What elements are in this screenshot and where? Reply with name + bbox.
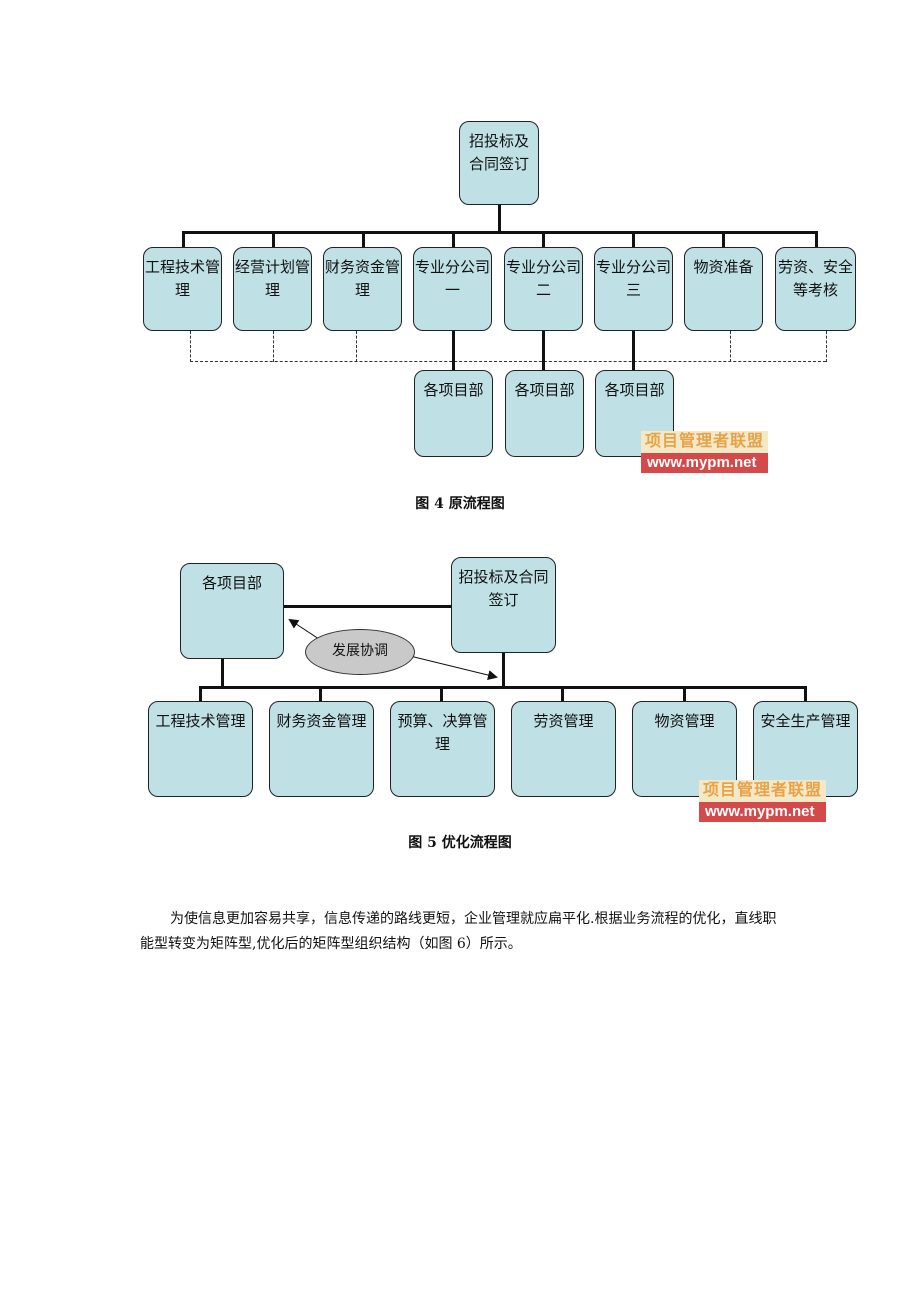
fig4-dept-label: 专业分公司三 [595,258,671,299]
fig5-dept-box: 劳资管理 [511,701,616,797]
fig5-caption: 图 5 优化流程图 [408,835,512,851]
fig4-dashed-drop [826,331,827,362]
fig5-dept-label: 预算、决算管理 [397,712,488,753]
fig4-top-box: 招投标及合同签订 [459,121,539,205]
fig4-dept-box: 劳资、安全等考核 [775,247,856,331]
fig5-watermark: 项目管理者联盟 www.mypm.net [699,780,827,822]
fig5-drop [199,686,202,702]
fig5-coordination-ellipse: 发展协调 [305,629,415,675]
watermark-title: 项目管理者联盟 [699,780,827,802]
fig4-dashed-drop [273,331,274,362]
fig5-dept-label: 财务资金管理 [276,712,367,730]
watermark-url: www.mypm.net [641,453,769,473]
fig4-dept-box: 专业分公司一 [413,247,492,331]
fig4-bus [182,231,818,234]
fig4-project-label: 各项目部 [514,381,575,399]
fig4-drop [542,231,545,248]
fig5-project-label: 各项目部 [201,574,262,592]
fig5-bus [199,686,807,689]
fig4-dept-label: 物资准备 [693,258,754,276]
fig4-project-label: 各项目部 [604,381,665,399]
fig4-drop [272,231,275,248]
fig5-dept-label: 物资管理 [654,712,715,730]
fig4-dept-box: 专业分公司二 [504,247,583,331]
fig4-drop [182,231,185,248]
fig5-link [284,605,451,608]
fig5-top-box: 招投标及合同签订 [451,557,556,653]
fig4-caption: 图 4 原流程图 [415,496,505,512]
fig4-dashed-bus [190,361,826,362]
fig4-drop [362,231,365,248]
fig4-unit-link [632,331,635,371]
fig4-project-box: 各项目部 [414,370,493,457]
fig4-project-box: 各项目部 [505,370,584,457]
fig4-unit-link [542,331,545,371]
fig4-drop [452,231,455,248]
fig4-trunk [498,205,501,233]
body-paragraph: 为使信息更加容易共享，信息传递的路线更短，企业管理就应扁平化.根据业务流程的优化… [140,907,790,957]
fig4-dept-box: 物资准备 [684,247,763,331]
fig5-dept-box: 工程技术管理 [148,701,253,797]
fig5-top-label: 招投标及合同签订 [458,568,549,609]
fig5-drop [561,686,564,702]
watermark-title: 项目管理者联盟 [641,431,769,453]
fig5-drop [319,686,322,702]
fig4-dept-label: 经营计划管理 [234,258,310,299]
fig5-project-box: 各项目部 [180,563,284,659]
fig4-watermark: 项目管理者联盟 www.mypm.net [641,431,769,473]
watermark-url: www.mypm.net [699,802,827,822]
fig4-dept-box: 专业分公司三 [594,247,673,331]
fig5-drop [683,686,686,702]
fig5-drop [440,686,443,702]
fig4-project-box: 各项目部 [595,370,674,457]
fig4-dept-label: 专业分公司一 [414,258,490,299]
body-paragraph-text: 为使信息更加容易共享，信息传递的路线更短，企业管理就应扁平化.根据业务流程的优化… [140,911,777,952]
fig4-dashed-drop [356,331,357,362]
fig4-dept-label: 专业分公司二 [505,258,581,299]
fig5-trunk [502,653,505,688]
fig4-dept-label: 劳资、安全等考核 [777,258,853,299]
fig5-dept-box: 预算、决算管理 [390,701,495,797]
fig5-project-drop [221,659,224,688]
fig4-project-label: 各项目部 [423,381,484,399]
fig4-drop [632,231,635,248]
fig4-drop [815,231,818,248]
fig4-dept-box: 经营计划管理 [233,247,312,331]
fig5-coordination-label: 发展协调 [332,643,388,659]
fig4-dept-box: 工程技术管理 [143,247,222,331]
fig5-dept-label: 安全生产管理 [760,712,851,730]
fig4-dashed-drop [730,331,731,362]
fig5-dept-label: 工程技术管理 [155,712,246,730]
fig5-dept-label: 劳资管理 [533,712,594,730]
fig4-unit-link [452,331,455,371]
fig4-dept-label: 财务资金管理 [324,258,400,299]
fig4-dept-label: 工程技术管理 [144,258,220,299]
fig5-drop [804,686,807,702]
fig5-dept-box: 财务资金管理 [269,701,374,797]
fig4-top-label: 招投标及合同签订 [468,132,529,173]
fig4-dept-box: 财务资金管理 [323,247,402,331]
fig4-drop [722,231,725,248]
fig4-dashed-drop [190,331,191,362]
